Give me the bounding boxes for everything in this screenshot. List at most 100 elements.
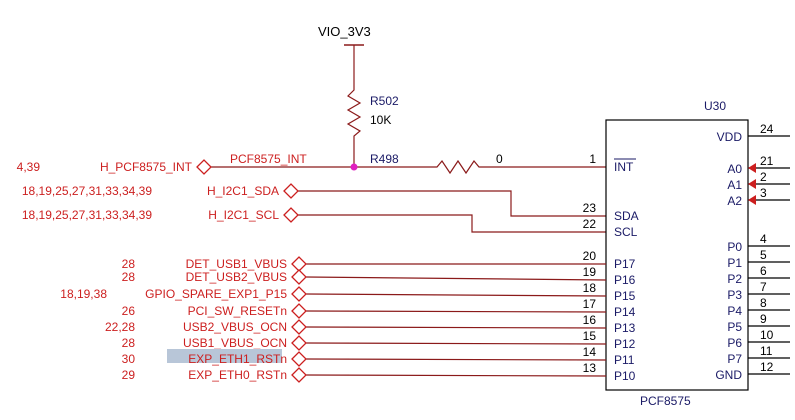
pin-number-right: 9 xyxy=(760,312,767,326)
port-name: H_PCF8575_INT xyxy=(100,160,193,174)
off-page-port: USB2_VBUS_OCN 22,28 xyxy=(105,319,607,335)
resistor-ref-r502: R502 xyxy=(370,94,399,108)
port-diamond-icon xyxy=(291,286,307,302)
port-page-refs: 30 xyxy=(122,352,136,366)
port-wire xyxy=(305,310,607,313)
port-wire xyxy=(305,293,607,297)
port-page-refs: 18,19,25,27,31,33,34,39 xyxy=(22,208,152,222)
pin-name-left: SCL xyxy=(614,225,638,239)
pin-number-right: 3 xyxy=(760,186,767,200)
junction-dot xyxy=(350,163,358,171)
pin-number-left: 23 xyxy=(583,201,597,215)
port-wire xyxy=(305,326,607,329)
pin-number-right: 6 xyxy=(760,264,767,278)
pin-name-right: P1 xyxy=(727,256,742,270)
pin-number-left: 20 xyxy=(583,249,597,263)
port-diamond-icon xyxy=(283,183,299,199)
pin-number-left: 19 xyxy=(583,265,597,279)
port-name: USB1_VBUS_OCN xyxy=(183,336,287,350)
port-diamond-icon xyxy=(291,303,307,319)
pin-name-right: P0 xyxy=(727,240,742,254)
port-page-refs: 28 xyxy=(122,270,136,284)
pin-name-left: P10 xyxy=(614,369,636,383)
pin-name-left: P15 xyxy=(614,289,636,303)
pin-name-left: P16 xyxy=(614,273,636,287)
port-diamond-icon xyxy=(291,256,307,272)
port-page-refs: 4,39 xyxy=(17,160,41,174)
pin-name-left: P14 xyxy=(614,305,636,319)
pin-name-left: P11 xyxy=(614,353,635,367)
pin-name-right: A1 xyxy=(727,178,742,192)
power-net-label: VIO_3V3 xyxy=(318,24,371,39)
scl-wire xyxy=(298,214,606,233)
pin-name-right: VDD xyxy=(717,130,743,144)
port-diamond-icon xyxy=(283,207,299,223)
port-wire xyxy=(305,374,607,377)
port-page-refs: 26 xyxy=(122,304,136,318)
port-name: DET_USB2_VBUS xyxy=(186,270,287,284)
resistor-zigzag-r498 xyxy=(432,159,484,175)
port-wire xyxy=(305,342,607,345)
pin-number-right: 11 xyxy=(760,344,773,358)
ic-body xyxy=(605,119,749,391)
address-arrow-icon xyxy=(748,179,756,189)
pin-number-right: 4 xyxy=(760,232,767,246)
off-page-port: H_I2C1_SDA 18,19,25,27,31,33,34,39 xyxy=(22,183,299,199)
address-arrow-icon xyxy=(748,163,756,173)
address-pin-arrows xyxy=(748,163,756,205)
off-page-port: DET_USB2_VBUS 28 xyxy=(122,269,607,285)
pin-number-right: 10 xyxy=(760,328,774,342)
highlight-box xyxy=(167,349,282,363)
off-page-ports: H_PCF8575_INT 4,39H_I2C1_SDA 18,19,25,27,3… xyxy=(17,159,607,383)
port-name: H_I2C1_SDA xyxy=(207,184,279,198)
pin-number-right: 12 xyxy=(760,360,774,374)
port-wire xyxy=(305,276,607,281)
port-name: EXP_ETH0_RSTn xyxy=(188,368,287,382)
pin-name-right: A0 xyxy=(727,162,742,176)
port-name: USB2_VBUS_OCN xyxy=(183,320,287,334)
address-arrow-icon xyxy=(748,195,756,205)
port-page-refs: 29 xyxy=(122,368,136,382)
off-page-port: H_PCF8575_INT 4,39 xyxy=(17,159,212,175)
port-page-refs: 28 xyxy=(122,336,136,350)
off-page-port: EXP_ETH0_RSTn 29 xyxy=(122,367,607,383)
port-page-refs: 18,19,38 xyxy=(60,287,107,301)
pin-name-right: P7 xyxy=(727,352,742,366)
pin-number-left: 13 xyxy=(583,361,597,375)
pin-number-right: 5 xyxy=(760,248,767,262)
ic-u30: U30 PCF8575 1INT23SDA22SCL20P1719P1618P1… xyxy=(583,99,790,408)
local-net-label: PCF8575_INT xyxy=(230,152,307,166)
port-diamond-icon xyxy=(291,335,307,351)
port-name: EXP_ETH1_RSTn xyxy=(188,352,287,366)
pin-name-left: INT xyxy=(614,160,634,174)
port-page-refs: 18,19,25,27,31,33,34,39 xyxy=(22,184,152,198)
off-page-port: EXP_ETH1_RSTn 30 xyxy=(122,349,607,367)
pin-name-right: P2 xyxy=(727,272,742,286)
pin-number-left: 18 xyxy=(583,281,597,295)
port-diamond-icon xyxy=(291,367,307,383)
port-page-refs: 28 xyxy=(122,257,136,271)
pin-number-left: 16 xyxy=(583,313,597,327)
pin-name-right: P5 xyxy=(727,320,742,334)
pin-number-right: 7 xyxy=(760,280,767,294)
pin-number-left: 1 xyxy=(589,152,596,166)
ic-ref: U30 xyxy=(704,99,726,113)
pin-number-left: 17 xyxy=(583,297,597,311)
int-net: PCF8575_INT R498 0 xyxy=(211,152,606,175)
i2c-wires xyxy=(298,190,606,233)
pin-number-right: 24 xyxy=(760,122,774,136)
pullup-resistor: R502 10K xyxy=(346,85,399,167)
pin-number-left: 14 xyxy=(583,345,597,359)
pin-number-left: 15 xyxy=(583,329,597,343)
resistor-value-r498: 0 xyxy=(496,152,503,166)
pin-name-right: GND xyxy=(715,368,742,382)
resistor-value-r502: 10K xyxy=(370,113,391,127)
ic-right-pins: VDD24A021A12A23P04P15P26P37P48P59P610P71… xyxy=(715,122,790,382)
power-net: VIO_3V3 xyxy=(318,24,371,85)
port-page-refs: 22,28 xyxy=(105,320,135,334)
sda-wire xyxy=(298,190,606,217)
port-diamond-icon xyxy=(291,319,307,335)
